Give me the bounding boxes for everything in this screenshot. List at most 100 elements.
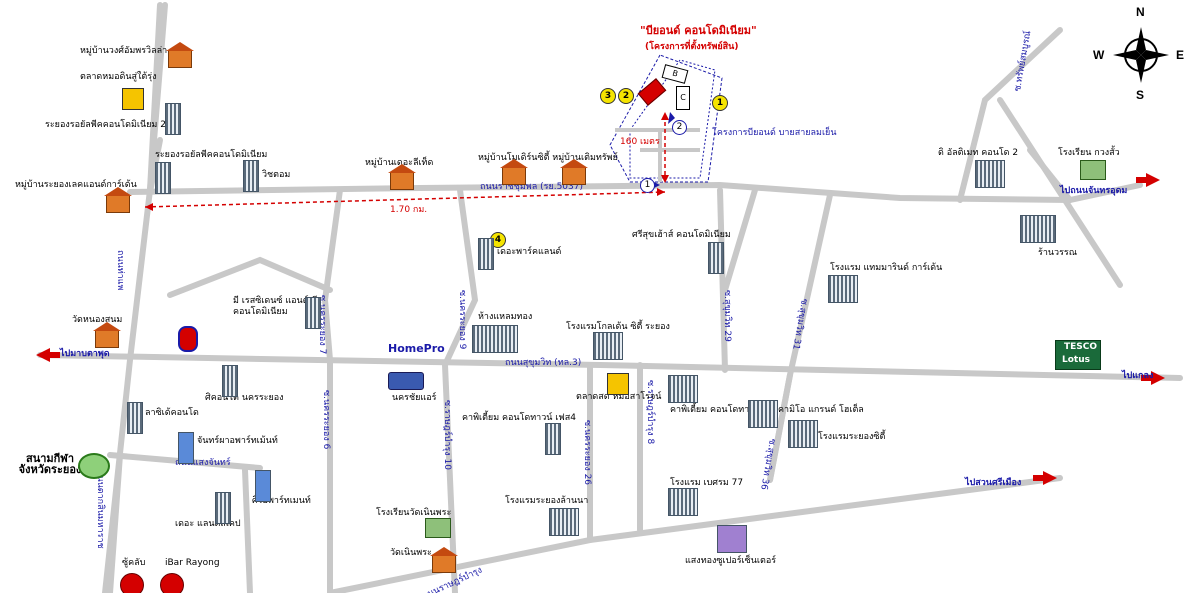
place-label: ร้านวรรณ	[1038, 248, 1078, 258]
building-icon	[828, 275, 858, 303]
mall-icon	[472, 325, 518, 353]
place-label: ตลาดสด หมอสาโรจน์	[576, 392, 662, 402]
place-label: ลาซิเด้คอนโด	[145, 408, 199, 418]
tesco-lotus-logo: TESCO Lotus	[1055, 340, 1101, 370]
school-icon	[1080, 160, 1106, 180]
road-napraduu: ถนนตากสินมหาราช	[95, 470, 105, 549]
building-icon	[155, 162, 171, 194]
road-soi-nakorn6: ซ.นครระยอง 6	[321, 390, 331, 450]
compass-west: W	[1093, 48, 1105, 62]
place-label: คาพิเตี้ยม คอนโดทาวน์ เฟส4	[462, 413, 576, 423]
building-icon	[708, 242, 724, 274]
place-label: แสงทองซูเปอร์เซ็นเตอร์	[685, 556, 777, 566]
apartment-icon	[178, 432, 194, 464]
place-label: โรงแรมระยองล้านนา	[505, 496, 589, 506]
building-icon	[748, 400, 778, 428]
road-tapong: ถนนท่าแพ	[115, 250, 125, 291]
marker-3-yellow[interactable]: 3	[600, 88, 616, 104]
place-label: ศรีสุขเฮ้าส์ คอนโดมิเนียม	[632, 230, 731, 240]
bar-icon	[160, 573, 184, 593]
building-icon	[545, 423, 561, 455]
stadium-icon	[78, 453, 110, 479]
road-soi-nakorn9: ซ.นครระยอง 9	[457, 290, 467, 350]
place-label: หมู่บ้านระยองเลคแอนด์การ์เด้น	[15, 180, 137, 190]
house-icon	[500, 159, 528, 185]
place-label: ศิคอนโด นครระยอง	[205, 393, 284, 403]
supercenter-icon	[717, 525, 747, 553]
building-icon	[975, 160, 1005, 188]
place-label: เดอะพาร์คแลนด์	[497, 247, 562, 257]
place-label: จันทร์ผาอพาร์ทเม้นท์	[197, 436, 278, 446]
place-label: นครชัยแอร์	[392, 393, 437, 403]
place-label: ระยองรอยัลพีคคอนโดมิเนียม	[155, 150, 268, 160]
house-icon	[388, 164, 416, 190]
place-label: ตลาดหมอดินสู่ใต้รุ่ง	[80, 72, 157, 82]
place-label: ระยองรอยัลพีคคอนโดมิเนียม 2	[45, 120, 166, 130]
building-icon	[549, 508, 579, 536]
place-label: ศิริอพาร์ทเมนท์	[252, 496, 311, 506]
direction-chanthaburi: ไปถนนจันทรอุดม	[1060, 186, 1128, 196]
road-soi-rat8: ซ.ราษฎร์บำรุง 8	[645, 380, 655, 445]
place-label: ซู้คลับ	[122, 558, 146, 568]
marker-2-yellow[interactable]: 2	[618, 88, 634, 104]
building-icon	[668, 375, 698, 403]
marker-1-white[interactable]: 1	[640, 178, 655, 193]
place-label: โรงแรม เบศรม 77	[670, 478, 744, 488]
place-label: วัดหนองสนม	[72, 315, 123, 325]
house-icon	[104, 187, 132, 213]
direction-suanson: ไปสวนศรีเมือง	[965, 478, 1022, 488]
place-label: โรงเรียนวัดเนินพระ	[376, 508, 452, 518]
direction-mabtaphut: ไปมาบตาพุด	[60, 349, 110, 359]
marker-4-yellow[interactable]: 4	[490, 232, 506, 248]
place-label: โรงแรมโกลเด้น ซิตี้ ระยอง	[566, 322, 670, 332]
place-label: วัดเนินพระ	[390, 548, 432, 558]
market-icon	[607, 373, 629, 395]
marker-1-yellow[interactable]: 1	[712, 95, 728, 111]
distance-long-label: 1.70 กม.	[390, 205, 428, 215]
building-icon	[478, 238, 494, 270]
building-icon	[305, 297, 321, 329]
place-label: วิชตอม	[262, 170, 291, 180]
building-icon	[593, 332, 623, 360]
nearby-project-label: โครงการบียอนด์ บายสายลมเย็น	[712, 128, 837, 138]
homepro-logo: HomePro	[388, 342, 445, 355]
place-label: โรงแรมระยองซิตี้	[818, 432, 886, 442]
lotus-text: Lotus	[1062, 355, 1090, 365]
temple-icon	[93, 322, 121, 348]
road-ratchaphon: ถนนราชชุมพล (รย.5037)	[480, 182, 583, 192]
house-icon	[166, 42, 194, 68]
place-label: หมู่บ้านเดอะลีเท็ด	[365, 158, 434, 168]
road-soi-nakorn26: ซ.นครระยอง 26	[582, 420, 592, 486]
market-icon	[122, 88, 144, 110]
place-label: หมู่บ้านโมเดิร์นซิตี้ หมู่บ้านเติมทรัพย์	[478, 153, 618, 163]
building-icon	[222, 365, 238, 397]
place-label: โรงเรียน กวงสั้ว	[1058, 148, 1120, 158]
temple-icon	[430, 547, 458, 573]
marker-2-white[interactable]: 2	[672, 120, 687, 135]
place-label: คาพิเตี้ยม คอนโดทาวน์	[670, 405, 761, 415]
bus-icon	[388, 372, 424, 390]
house-icon	[560, 159, 588, 185]
school-icon	[425, 518, 451, 538]
building-icon	[215, 492, 231, 524]
building-icon	[165, 103, 181, 135]
place-label: มี เรสซิเดนซ์ แอนด์ มี คอนโดมิเนียม	[233, 296, 318, 317]
building-icon	[243, 160, 259, 192]
compass-south: S	[1136, 88, 1145, 102]
place-label: ดิ อัลติเมท คอนโด 2	[938, 148, 1019, 158]
place-label: iBar Rayong	[165, 558, 220, 568]
apartment-icon	[255, 470, 271, 502]
block-c: C	[676, 86, 690, 110]
project-subtitle: (โครงการที่ตั้งทรัพย์สิน)	[645, 42, 739, 52]
tesco-text: TESCO	[1064, 342, 1098, 352]
club-icon	[120, 573, 144, 593]
place-label: หมู่บ้านวงศ์อัมพรวิลล่า	[80, 46, 168, 56]
road-soi-suk29: ซ.สุขุมวิท 29	[722, 290, 732, 342]
mall-icon	[1020, 215, 1056, 243]
building-icon	[127, 402, 143, 434]
place-label: โรงแรม แทมมารินด์ การ์เด้น	[830, 263, 943, 273]
stadium-label: สนามกีฬา จังหวัดระยอง	[18, 452, 82, 476]
compass-rose	[1113, 27, 1169, 83]
place-label: เดอะ แลนด์สเคป	[175, 519, 241, 529]
